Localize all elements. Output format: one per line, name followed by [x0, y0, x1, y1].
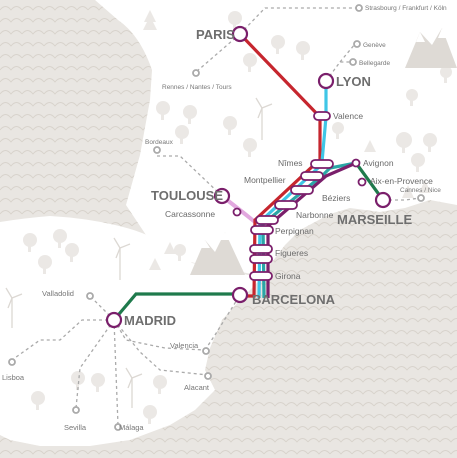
station-valencia-dot[interactable]	[202, 347, 210, 355]
station-narbonne-pill[interactable]	[274, 200, 298, 210]
label-rennes: Rennes / Nantes / Tours	[162, 84, 232, 91]
station-figueres-pill[interactable]	[249, 244, 273, 254]
label-bordeaux: Bordeaux	[145, 139, 174, 146]
station-barcelona[interactable]	[231, 286, 249, 304]
station-dots	[8, 4, 425, 431]
label-nimes: Nîmes	[278, 158, 303, 168]
label-girona: Girona	[275, 271, 301, 281]
label-cannes: Cannes / Nice	[400, 187, 441, 194]
station-madrid[interactable]	[105, 311, 123, 329]
label-lisboa: Lisboa	[2, 373, 25, 382]
label-paris: PARIS	[196, 27, 235, 42]
station-bordeaux-dot[interactable]	[153, 146, 161, 154]
label-alacant: Alacant	[184, 383, 210, 392]
station-geneve-dot[interactable]	[353, 40, 361, 48]
station-carcassonne-pill[interactable]	[250, 225, 274, 235]
label-figueres: Figueres	[275, 248, 308, 258]
station-strasbourg-dot[interactable]	[355, 4, 363, 12]
station-toulouse[interactable]	[213, 187, 231, 205]
label-lyon: LYON	[336, 74, 371, 89]
decor-trees	[23, 10, 452, 424]
label-perpignan: Perpignan	[275, 226, 314, 236]
station-perpignan-pill[interactable]	[255, 215, 279, 225]
label-avignon: Avignon	[363, 158, 394, 168]
major-stations	[105, 25, 392, 329]
decor-mountains	[190, 28, 457, 275]
station-marseille[interactable]	[374, 191, 392, 209]
station-lisboa-dot[interactable]	[8, 358, 16, 366]
land-france	[95, 0, 457, 276]
station-sevilla-dot[interactable]	[72, 406, 80, 414]
decor-turbines	[5, 97, 273, 408]
station-malaga-dot[interactable]	[114, 423, 122, 431]
label-strasbourg: Strasbourg / Frankfurt / Köln	[365, 5, 447, 12]
label-aix: Aix-en-Provence	[370, 176, 433, 186]
label-geneve: Genève	[363, 42, 386, 49]
station-alacant-dot[interactable]	[204, 372, 212, 380]
station-montpellier-pill[interactable]	[300, 171, 324, 181]
station-aix-dot[interactable]	[357, 177, 367, 187]
label-sevilla: Sevilla	[64, 423, 87, 432]
label-barcelona: BARCELONA	[252, 292, 336, 307]
label-marseille: MARSEILLE	[337, 212, 412, 227]
station-nimes-pill[interactable]	[310, 159, 334, 169]
station-girona-pill[interactable]	[249, 271, 273, 281]
label-montpellier: Montpellier	[244, 175, 286, 185]
station-bellegarde-dot[interactable]	[349, 58, 357, 66]
label-valence: Valence	[333, 111, 363, 121]
station-paris[interactable]	[231, 25, 249, 43]
line-madrid-barcelona-green	[112, 292, 240, 322]
label-beziers: Béziers	[322, 193, 350, 203]
station-pills	[249, 111, 334, 281]
station-avignon-dot[interactable]	[351, 158, 361, 168]
station-valladolid-dot[interactable]	[86, 292, 94, 300]
station-carcassonne-dot[interactable]	[232, 207, 242, 217]
station-rennes-dot[interactable]	[192, 69, 200, 77]
line-toulouse-lilac	[220, 194, 257, 224]
label-bellegarde: Bellegarde	[359, 60, 390, 67]
label-narbonne: Narbonne	[296, 210, 334, 220]
station-valence-pill[interactable]	[313, 111, 331, 121]
label-madrid: MADRID	[124, 313, 176, 328]
label-toulouse: TOULOUSE	[151, 188, 223, 203]
label-valencia: Valencia	[170, 341, 199, 350]
label-valladolid: Valladolid	[42, 289, 74, 298]
station-beziers-pill[interactable]	[290, 185, 314, 195]
label-malaga: Málaga	[119, 423, 144, 432]
label-carcassonne: Carcassonne	[165, 209, 215, 219]
station-lyon[interactable]	[317, 72, 335, 90]
station-cannes-dot[interactable]	[417, 194, 425, 202]
station-figueres2-pill[interactable]	[249, 254, 273, 264]
